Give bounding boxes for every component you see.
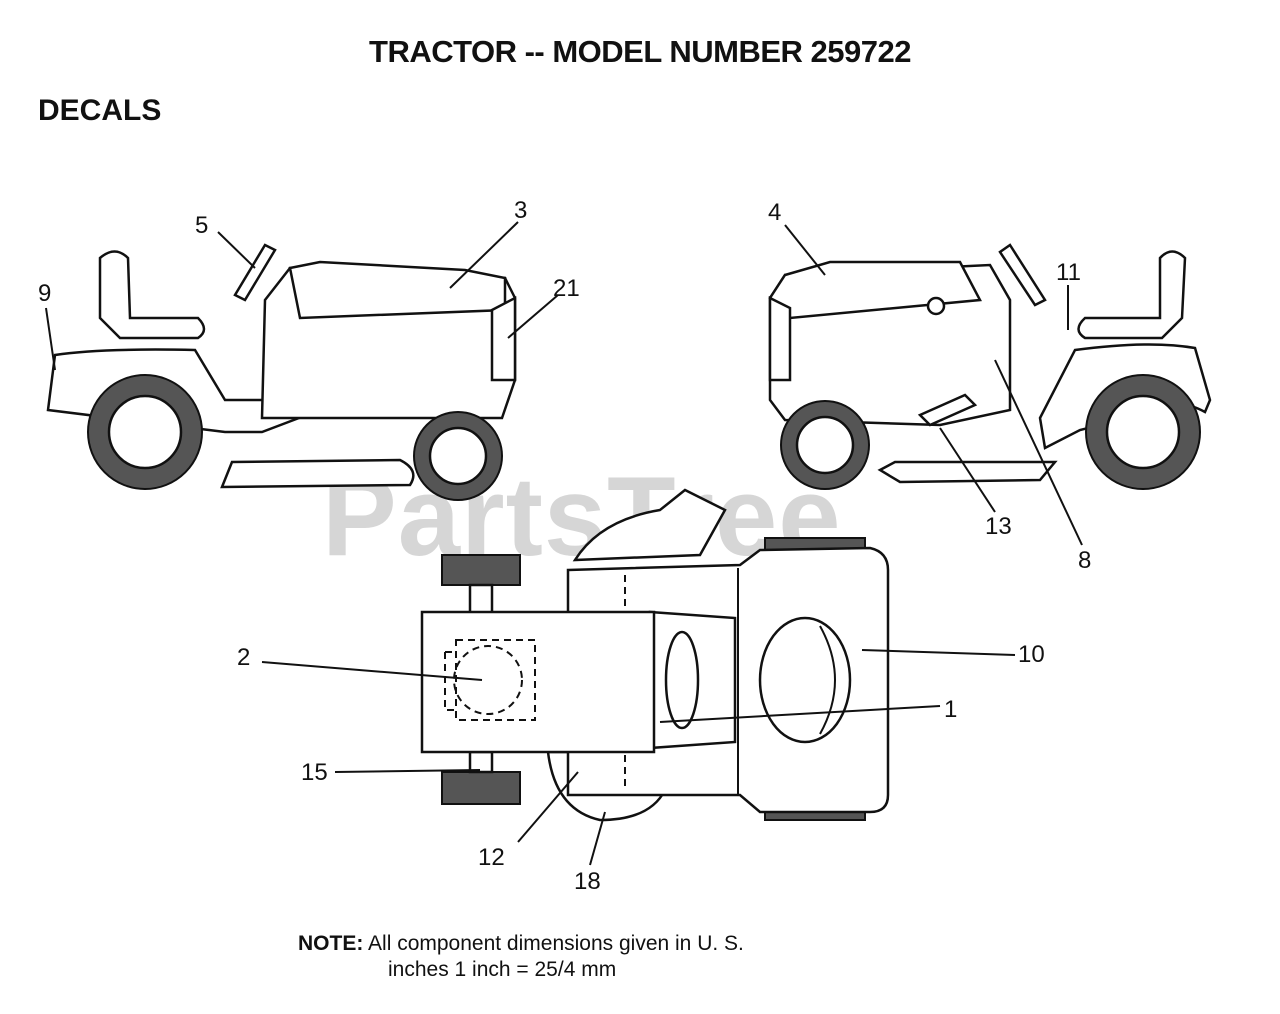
top-view-front-tire-lower bbox=[441, 771, 521, 805]
section-heading: DECALS bbox=[38, 94, 162, 127]
right-seat bbox=[1077, 250, 1187, 340]
right-rear-hub bbox=[1105, 394, 1181, 470]
left-grille bbox=[490, 295, 517, 382]
top-view-tractor-illustration bbox=[420, 488, 890, 822]
note-label: NOTE: bbox=[298, 932, 364, 955]
left-rear-hub bbox=[107, 394, 183, 470]
page-title: TRACTOR -- MODEL NUMBER 259722 bbox=[369, 34, 911, 69]
callout-5: 5 bbox=[195, 212, 209, 239]
right-lever bbox=[917, 393, 978, 427]
left-tractor-illustration bbox=[46, 243, 517, 501]
top-view-hood bbox=[420, 610, 656, 754]
left-seat bbox=[98, 250, 206, 340]
callout-8: 8 bbox=[1078, 547, 1092, 574]
top-view-steering-column bbox=[664, 630, 700, 730]
right-grille bbox=[768, 295, 792, 382]
top-view-seat-back bbox=[819, 625, 836, 735]
callout-leader-lines bbox=[45, 221, 1083, 866]
left-front-hub bbox=[428, 426, 488, 486]
note-line-2: inches 1 inch = 25/4 mm bbox=[388, 958, 617, 981]
top-view-seat bbox=[758, 616, 852, 744]
right-mower-deck bbox=[877, 460, 1058, 484]
callout-12: 12 bbox=[478, 844, 505, 871]
callout-21: 21 bbox=[553, 275, 580, 302]
callout-13: 13 bbox=[985, 513, 1012, 540]
right-lever-knob bbox=[926, 296, 946, 316]
callout-1: 1 bbox=[944, 696, 958, 723]
right-steering-wheel bbox=[998, 243, 1047, 307]
top-view-steering bbox=[572, 488, 727, 562]
callout-18: 18 bbox=[574, 868, 601, 895]
callout-11: 11 bbox=[1056, 259, 1081, 286]
callout-10: 10 bbox=[1018, 641, 1045, 668]
top-view-axle-lower bbox=[468, 750, 494, 774]
callout-9: 9 bbox=[38, 280, 52, 307]
left-hood bbox=[288, 260, 507, 320]
callout-3: 3 bbox=[514, 197, 528, 224]
top-view-decal-tab bbox=[444, 651, 456, 711]
callout-2: 2 bbox=[237, 644, 251, 671]
top-view-decal-circle bbox=[453, 645, 523, 715]
right-front-hub bbox=[795, 415, 855, 475]
top-view-axle-upper bbox=[468, 583, 494, 617]
right-tractor-illustration bbox=[768, 243, 1212, 490]
left-steering-wheel bbox=[233, 243, 277, 302]
callout-4: 4 bbox=[768, 199, 782, 226]
note-block: NOTE: All component dimensions given in … bbox=[298, 932, 744, 956]
top-view-front-tire-upper bbox=[441, 554, 521, 586]
note-line-1: All component dimensions given in U. S. bbox=[368, 932, 744, 955]
callout-15: 15 bbox=[301, 759, 328, 786]
top-view-decal-outline bbox=[455, 639, 536, 721]
left-mower-deck bbox=[220, 458, 415, 489]
